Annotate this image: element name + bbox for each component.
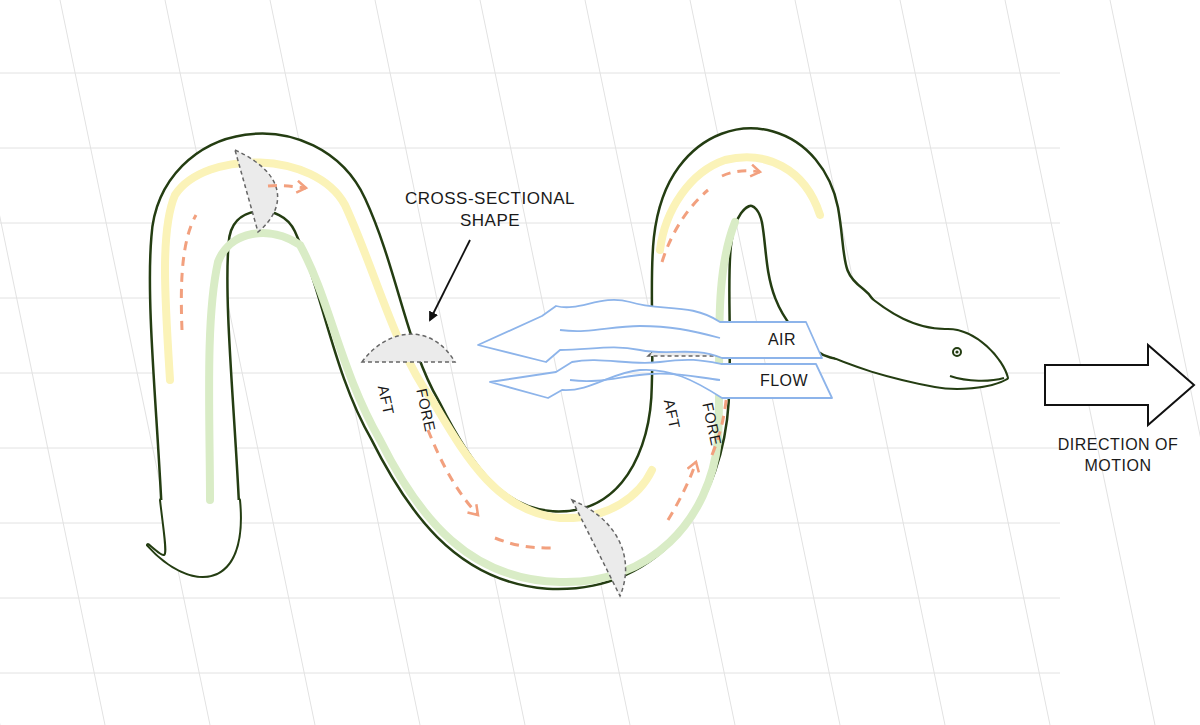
annotation-label: CROSS-SECTIONAL SHAPE (390, 188, 590, 232)
cross-section-shape (235, 150, 732, 596)
annotation-label: AIR (768, 330, 796, 351)
grid-line (0, 0, 105, 725)
grid-line (0, 73, 1060, 74)
air-flow-arrow (478, 300, 832, 398)
grid-line (0, 148, 1060, 149)
annotation-label: FLOW (760, 371, 808, 392)
direction-arrow (1045, 345, 1194, 425)
grid-line (0, 673, 1060, 674)
leader-line (430, 240, 470, 320)
annotation-label: DIRECTION OF MOTION (1043, 435, 1193, 477)
grid-line (0, 598, 1060, 599)
motion-arrow (181, 171, 760, 548)
